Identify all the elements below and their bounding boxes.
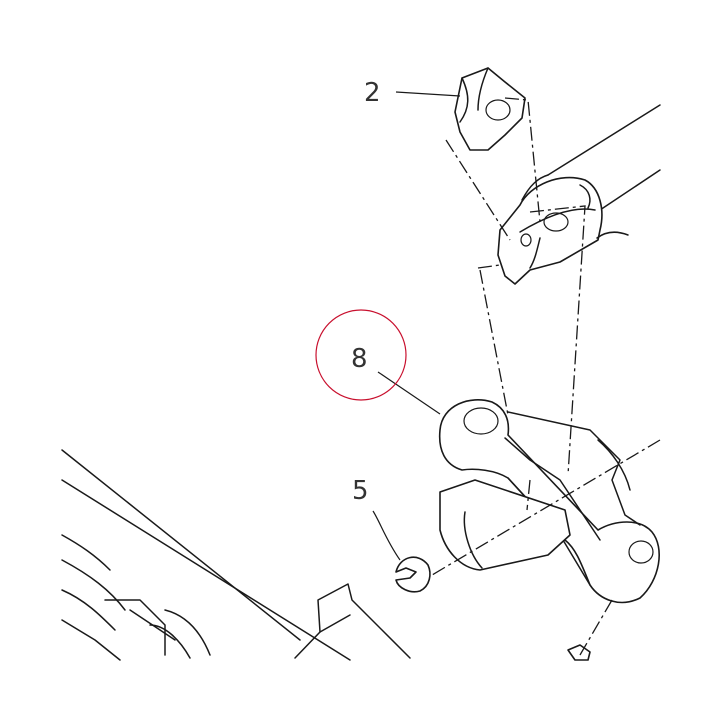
callout-2-label: 2 <box>364 78 381 108</box>
part-2-knob <box>454 67 526 151</box>
alignment-lines <box>431 97 661 656</box>
callout-8-label: 8 <box>351 344 368 374</box>
part-8-lever <box>438 399 660 604</box>
base-housing <box>61 449 411 661</box>
callout-5-label: 5 <box>352 476 369 506</box>
leader-lines <box>372 91 461 561</box>
highlight-circle <box>315 309 407 401</box>
upper-arm <box>497 104 661 285</box>
screw-part <box>567 644 591 661</box>
part-5-eclip <box>395 556 431 593</box>
